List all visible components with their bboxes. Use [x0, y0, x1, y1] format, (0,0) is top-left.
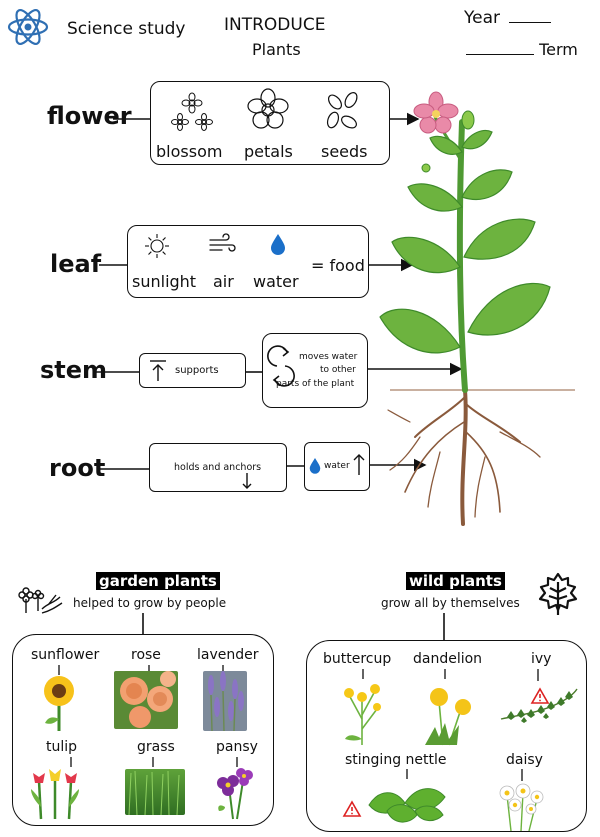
arrow-down-icon: [242, 473, 252, 489]
arrow-up-icon: [150, 360, 166, 381]
stem-moves-water-line3: parts of the plant: [276, 379, 355, 389]
plant-illustration: [379, 91, 575, 526]
sun-icon: [145, 234, 169, 258]
leaf-item-water: water: [253, 272, 299, 291]
wild-item-buttercup: buttercup: [323, 651, 392, 667]
wild-ticks: [362, 669, 539, 781]
page-subtitle: Plants: [252, 40, 301, 59]
year-field[interactable]: Year: [464, 8, 552, 28]
part-label-leaf: leaf: [50, 250, 102, 278]
term-blank: [466, 54, 534, 55]
stem-moves-water-line1: moves water: [299, 352, 358, 362]
garden-item-rose: rose: [131, 647, 161, 663]
ivy-image: [500, 688, 578, 723]
wild-item-dandelion: dandelion: [413, 651, 483, 667]
pansy-image: [217, 768, 253, 820]
cycle-icon: [267, 345, 295, 387]
flower-item-seeds: seeds: [321, 142, 368, 161]
wild-plants-subtitle: grow all by themselves: [381, 596, 520, 610]
leaf-item-sunlight: sunlight: [132, 272, 197, 291]
flower-item-petals: petals: [244, 142, 293, 161]
wind-icon: [209, 233, 236, 252]
year-label: Year: [464, 8, 500, 28]
flower-item-blossom: blossom: [156, 142, 223, 161]
wild-plants-title: wild plants: [406, 572, 505, 590]
root-water-text: water: [324, 461, 350, 471]
seeds-icon: [326, 92, 358, 129]
garden-plants-title: garden plants: [96, 572, 220, 590]
root-holds-text: holds and anchors: [174, 462, 262, 473]
wild-item-ivy: ivy: [531, 651, 552, 667]
page-title: INTRODUCE: [224, 15, 326, 35]
warning-icon: [530, 687, 550, 704]
garden-item-lavender: lavender: [197, 647, 259, 663]
part-label-root: root: [49, 454, 106, 482]
leaf-box: sunlight air water = food: [127, 225, 369, 298]
flower-box: blossom petals seeds: [150, 81, 390, 165]
warning-icon: [342, 800, 362, 817]
garden-item-pansy: pansy: [216, 739, 258, 755]
stem-moves-water-line2: to other: [320, 365, 356, 375]
arrow-up-icon: [353, 454, 365, 475]
stem-moves-water-box: moves water to other parts of the plant: [262, 333, 368, 408]
hand-flower-icon: [18, 587, 63, 614]
garden-item-grass: grass: [137, 739, 175, 755]
petals-icon: [247, 88, 289, 129]
wild-plants-box: buttercup dandelion ivy stinging nettle …: [306, 640, 587, 832]
wild-item-stinging-nettle: stinging nettle: [345, 752, 447, 768]
atom-icon: [7, 9, 49, 45]
leaf-item-air: air: [213, 272, 234, 291]
leaf-result-food: = food: [311, 256, 365, 275]
blossom-icon: [171, 92, 213, 131]
year-blank: [509, 22, 552, 23]
stem-supports-text: supports: [175, 365, 219, 376]
grass-image: [125, 769, 185, 816]
term-field[interactable]: Term: [466, 40, 578, 59]
garden-ticks: [58, 665, 238, 767]
root-water-box: water: [304, 442, 370, 491]
part-label-stem: stem: [40, 356, 108, 384]
sunflower-image: [44, 676, 74, 731]
dandelion-image: [425, 688, 471, 746]
daisy-image: [499, 783, 544, 832]
stinging-nettle-image: [368, 788, 446, 823]
rose-image: [114, 671, 178, 729]
garden-plants-subtitle: helped to grow by people: [73, 596, 227, 610]
term-label: Term: [539, 40, 578, 59]
water-drop-icon: [309, 458, 321, 474]
stem-supports-box: supports: [139, 353, 246, 388]
part-label-flower: flower: [47, 102, 132, 130]
garden-item-sunflower: sunflower: [31, 647, 100, 663]
wild-item-daisy: daisy: [506, 752, 543, 768]
garden-plants-box: sunflower rose lavender tulip grass pans…: [12, 634, 274, 826]
garden-item-tulip: tulip: [46, 739, 78, 755]
water-drop-icon: [271, 234, 285, 255]
lavender-image: [203, 671, 247, 732]
buttercup-image: [344, 684, 381, 745]
tulip-image: [31, 769, 79, 820]
subject-title: Science study: [67, 19, 186, 39]
wild-leaf-icon: [538, 572, 578, 615]
root-holds-box: holds and anchors: [149, 443, 287, 492]
